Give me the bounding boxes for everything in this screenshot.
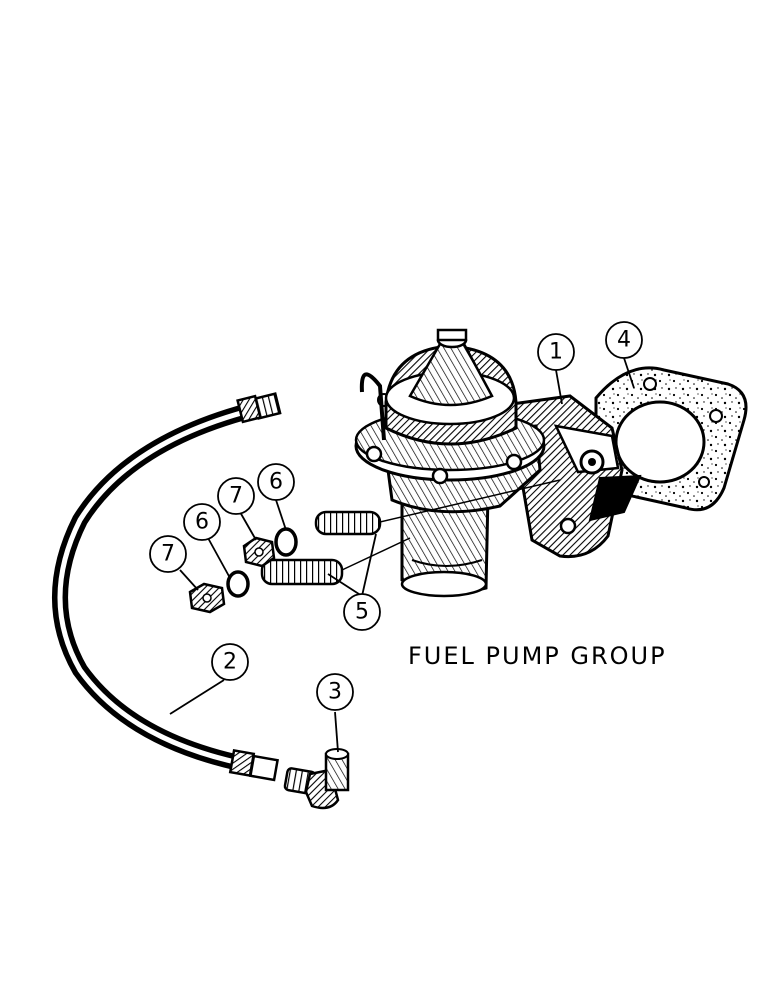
- callout-6-lower: 6: [183, 503, 221, 541]
- gasket-part: [594, 366, 748, 512]
- callout-6-upper-label: 6: [269, 470, 283, 495]
- diagram-title: FUEL PUMP GROUP: [408, 642, 667, 670]
- callout-1-label: 1: [549, 340, 563, 365]
- callout-4-label: 4: [617, 328, 631, 353]
- nut-upper: [242, 536, 276, 568]
- callout-3-label: 3: [328, 680, 342, 705]
- washer-upper: [274, 527, 298, 557]
- callout-4: 4: [605, 321, 643, 359]
- stud-lower: [260, 537, 411, 586]
- fuel-pump-body: [354, 328, 642, 598]
- callout-5-label: 5: [355, 600, 369, 625]
- callout-6-upper: 6: [257, 463, 295, 501]
- callout-1: 1: [537, 333, 575, 371]
- nut-lower: [188, 582, 226, 614]
- callout-6-lower-label: 6: [195, 510, 209, 535]
- elbow-fitting: [283, 748, 350, 810]
- leader-lines: [169, 357, 635, 753]
- callout-2: 2: [211, 643, 249, 681]
- washer-lower: [226, 570, 250, 598]
- callout-7-upper-label: 7: [229, 484, 243, 509]
- stud-upper: [314, 479, 561, 536]
- callout-2-label: 2: [223, 650, 237, 675]
- callout-7-lower: 7: [149, 535, 187, 573]
- callout-3: 3: [316, 673, 354, 711]
- callout-7-lower-label: 7: [161, 542, 175, 567]
- fuel-hose: [52, 392, 282, 782]
- callout-7-upper: 7: [217, 477, 255, 515]
- callout-5: 5: [343, 593, 381, 631]
